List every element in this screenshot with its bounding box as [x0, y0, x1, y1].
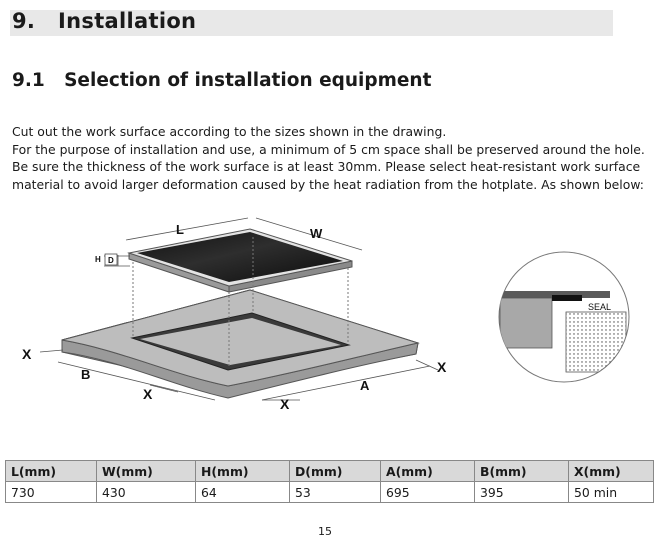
table-header-cell: H(mm) — [195, 460, 290, 482]
table-cell: 695 — [380, 481, 475, 503]
label-d: D — [108, 256, 114, 265]
label-b: B — [81, 367, 90, 382]
label-h: H — [95, 255, 101, 264]
worktop — [61, 289, 420, 399]
table-header-cell: B(mm) — [474, 460, 569, 482]
table-cell: 50 min — [568, 481, 654, 503]
instructions-paragraph: Cut out the work surface according to th… — [12, 123, 652, 193]
table-header-cell: L(mm) — [5, 460, 97, 482]
paragraph-line: Be sure the thickness of the work surfac… — [12, 159, 641, 175]
paragraph-line: material to avoid larger deformation cau… — [12, 176, 644, 192]
seal-detail-circle: SEAL — [498, 251, 630, 383]
label-x-bottom-left: X — [143, 386, 153, 402]
table-row: 730 430 64 53 695 395 50 min — [5, 481, 654, 503]
table-cell: 53 — [289, 481, 381, 503]
drawing-labels: L W H D X B X X A X — [22, 222, 447, 412]
label-x-right: X — [437, 359, 447, 375]
label-a: A — [360, 378, 370, 393]
label-l: L — [176, 222, 184, 237]
label-x-left: X — [22, 346, 32, 362]
projection-lines — [132, 237, 349, 366]
dimensions-table: L(mm) W(mm) H(mm) D(mm) A(mm) B(mm) X(mm… — [5, 460, 654, 503]
label-x-bottom: X — [280, 396, 290, 412]
label-w: W — [310, 226, 323, 241]
table-cell: 64 — [195, 481, 290, 503]
paragraph-line: For the purpose of installation and use,… — [12, 141, 645, 157]
section-heading-background — [10, 10, 613, 36]
hob-appliance — [127, 228, 353, 293]
paragraph-line: Cut out the work surface according to th… — [12, 124, 447, 139]
section-heading: 9. Installation — [12, 9, 197, 33]
table-cell: 430 — [96, 481, 196, 503]
table-header-cell: A(mm) — [380, 460, 475, 482]
table-header-cell: X(mm) — [568, 460, 654, 482]
page-number: 15 — [318, 525, 332, 538]
table-header-cell: W(mm) — [96, 460, 196, 482]
installation-drawing: L W H D X B X X A X SEAL — [22, 217, 630, 412]
table-header-row: L(mm) W(mm) H(mm) D(mm) A(mm) B(mm) X(mm… — [5, 460, 654, 482]
table-cell: 395 — [474, 481, 569, 503]
seal-label: SEAL — [588, 302, 611, 312]
table-header-cell: D(mm) — [289, 460, 381, 482]
table-cell: 730 — [5, 481, 97, 503]
subsection-heading: 9.1 Selection of installation equipment — [12, 70, 432, 91]
